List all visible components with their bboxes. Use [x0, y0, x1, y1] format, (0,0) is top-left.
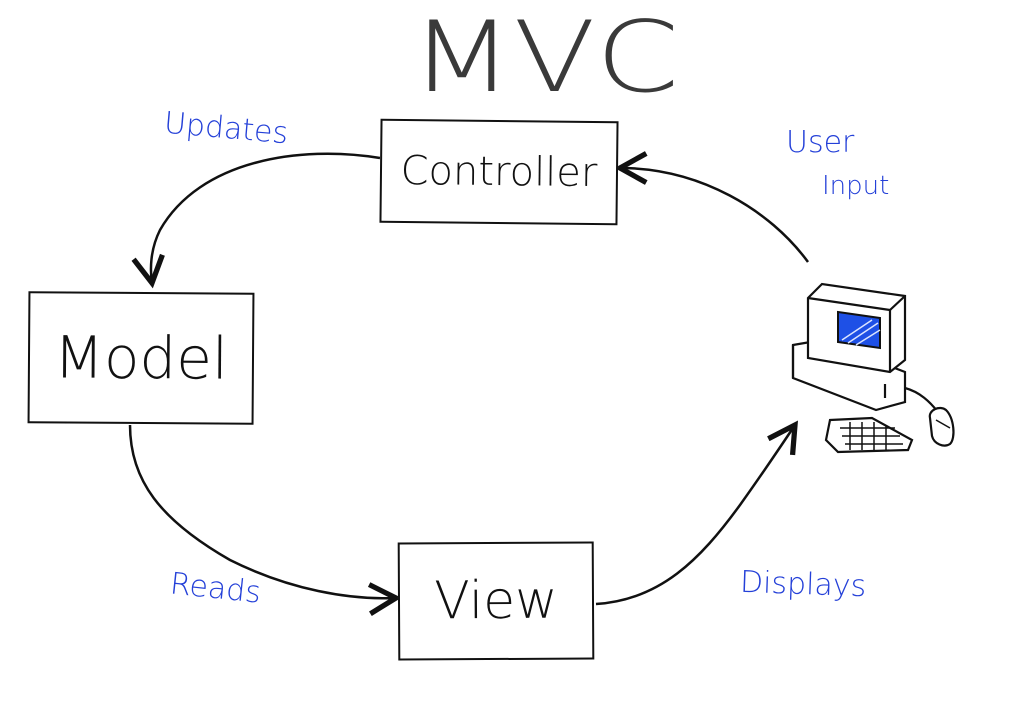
arrow-reads: [128, 424, 402, 616]
model-label: Model: [53, 323, 229, 393]
model-box: Model: [27, 291, 255, 425]
keyboard-icon: [824, 416, 914, 454]
view-label: View: [434, 570, 558, 632]
monitor-icon: [806, 282, 907, 374]
edge-label-user-input-line2: Input: [822, 171, 890, 201]
edge-label-user-input-line1: User: [786, 125, 855, 160]
edge-label-displays: Displays: [739, 564, 867, 605]
arrow-user-input: [614, 151, 810, 263]
diagram-title: MVC: [410, 0, 680, 115]
controller-label: Controller: [400, 147, 598, 197]
arrow-updates: [131, 152, 381, 289]
view-box: View: [397, 541, 595, 661]
computer-icon: [791, 282, 955, 454]
mouse-icon: [904, 386, 955, 447]
arrow-displays: [595, 420, 798, 606]
controller-box: Controller: [379, 118, 619, 226]
